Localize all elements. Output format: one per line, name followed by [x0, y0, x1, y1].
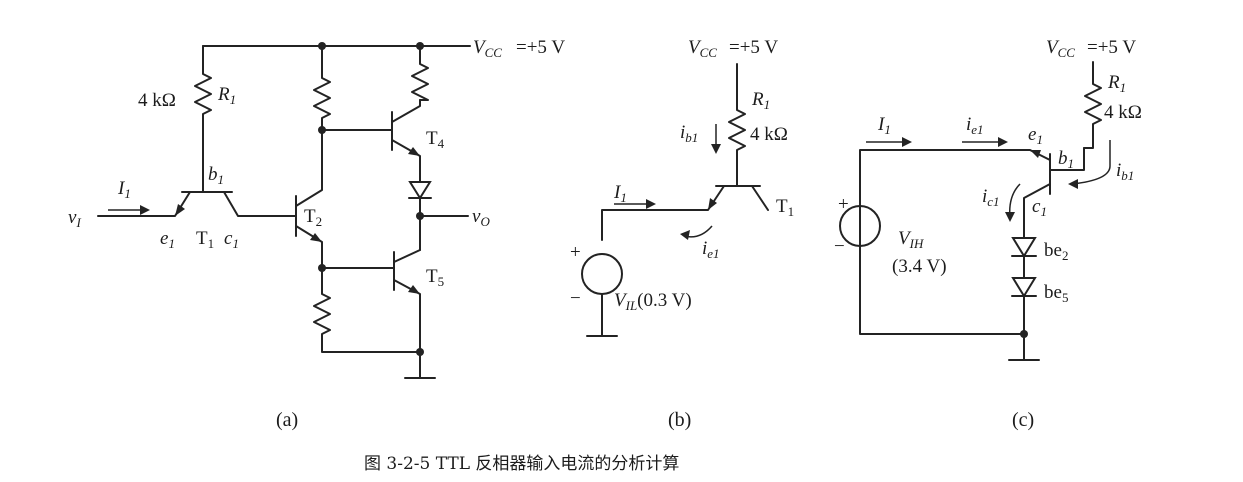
voltage-source-vih: [839, 205, 881, 247]
b1-label-a: b1: [208, 164, 224, 187]
r1-name-a: R1: [217, 84, 236, 107]
t2-label: T2: [304, 206, 322, 229]
vcc-label-b: =+5 V: [729, 37, 778, 58]
circuit-c: VCC =+5 V R1 4 kΩ e1 b1 c1 I1 ie1 ic1 ib…: [834, 37, 1142, 431]
t4-emitter: [391, 139, 421, 175]
e1-label-c: e1: [1028, 124, 1043, 147]
be2-label: be2: [1044, 240, 1068, 263]
circuit-a: VCC =+5 V 4 kΩ R1 b1 vI I1 e1 T1 c1 T2: [68, 37, 565, 431]
t2-collector: [295, 129, 323, 207]
ib1-label-b: ib1: [680, 122, 698, 145]
vi-label: vI: [68, 207, 81, 230]
figure-caption: 图 3-2-5 TTL 反相器输入电流的分析计算: [364, 454, 679, 474]
r1-value-a: 4 kΩ: [138, 90, 176, 111]
ib1-label-c: ib1: [1116, 160, 1134, 183]
r1-name-c: R1: [1107, 72, 1126, 95]
t1-base-bar-b: [715, 177, 761, 187]
r1-value-c: 4 kΩ: [1104, 102, 1142, 123]
diode-d: [408, 181, 432, 200]
c1-label-a: c1: [224, 228, 239, 251]
ie1-label-b: ie1: [702, 238, 720, 261]
vil-label: VIL(0.3 V): [614, 290, 692, 313]
t1-label-a: T1: [196, 228, 214, 251]
voltage-source-vil: [581, 253, 623, 295]
resistor-r3: [313, 267, 421, 353]
t2-emitter-arrow: [310, 233, 322, 242]
caption-a: (a): [276, 409, 298, 431]
resistor-r2: [313, 45, 331, 131]
t4-emitter-arrow: [408, 147, 420, 156]
ground-c: [1008, 333, 1040, 361]
vcc-symbol-c: VCC: [1046, 37, 1075, 60]
arrowhead: [902, 137, 912, 147]
ib1-arrow-c: [1071, 140, 1111, 185]
t4-label: T4: [426, 128, 445, 151]
diode-be2: [1011, 237, 1037, 258]
vcc-symbol-b: VCC: [688, 37, 717, 60]
arrowhead: [711, 144, 721, 154]
arrowhead: [1068, 179, 1078, 189]
resistor-r1-c: [1083, 61, 1102, 149]
r1-value-b: 4 kΩ: [750, 124, 788, 145]
t1-emitter-lead-b: [601, 185, 725, 241]
t1-collector-lead-b: [751, 185, 769, 211]
arrowhead: [680, 230, 690, 240]
c1-label-c: c1: [1032, 196, 1047, 219]
ground-b: [586, 293, 618, 337]
be5-label: be5: [1044, 282, 1068, 305]
vih-value: (3.4 V): [892, 256, 947, 277]
ic1-label-c: ic1: [982, 186, 1000, 209]
t5-emitter-arrow: [408, 285, 420, 294]
diode-be5: [1011, 277, 1037, 298]
circuit-b: VCC =+5 V R1 4 kΩ ib1 T1 I1 ie1 + − VIL(…: [570, 37, 794, 431]
t1-collector-c: [1023, 183, 1051, 239]
t5-collector: [393, 249, 421, 263]
i1-label-b: I1: [613, 182, 627, 205]
t2-emitter: [295, 225, 323, 269]
vcc-label-a: =+5 V: [516, 37, 565, 58]
arrowhead: [646, 199, 656, 209]
i1-label-a: I1: [117, 178, 131, 201]
t1-emitter-arrow-b: [708, 198, 717, 210]
t1-emitter-arrow-c: [1030, 150, 1041, 158]
t4-collector: [391, 99, 421, 123]
t1-emitter-loop-c: [859, 149, 1051, 335]
e1-label-a: e1: [160, 228, 175, 251]
ie1-label-c: ie1: [966, 114, 984, 137]
caption-b: (b): [668, 409, 691, 431]
b1-label-c: b1: [1058, 148, 1074, 171]
t1-label-b: T1: [776, 196, 794, 219]
t1-emitter-arrow: [175, 204, 185, 216]
vcc-label-c: =+5 V: [1087, 37, 1136, 58]
vcc-symbol-a: VCC: [473, 37, 502, 60]
arrowhead: [1005, 212, 1015, 222]
arrowhead: [140, 205, 150, 215]
t5-label: T5: [426, 266, 444, 289]
t1-collector-lead: [223, 191, 297, 217]
plus-sign-b: +: [570, 242, 581, 263]
vih-label: VIH: [898, 228, 924, 251]
minus-sign-c: −: [834, 236, 845, 257]
vo-label: vO: [472, 206, 490, 229]
diode-be2-cathode: [1011, 255, 1037, 279]
resistor-r4: [411, 45, 429, 101]
plus-sign-c: +: [838, 194, 849, 215]
diode-be5-cathode: [1011, 295, 1037, 335]
arrowhead: [998, 137, 1008, 147]
resistor-r1-b: [728, 63, 746, 187]
ground-a: [404, 351, 436, 379]
r1-name-b: R1: [751, 89, 770, 112]
caption-c: (c): [1012, 409, 1034, 431]
i1-label-c: I1: [877, 114, 891, 137]
minus-sign-b: −: [570, 288, 581, 309]
resistor-r1-a: [194, 45, 212, 179]
